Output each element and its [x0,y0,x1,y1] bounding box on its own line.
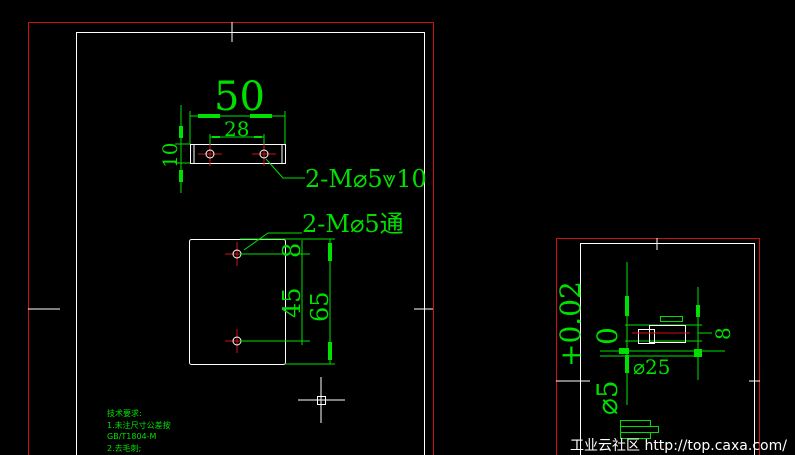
sheet-border-white [76,32,425,455]
detail-border-white [580,243,755,455]
technical-notes: 技术要求: 1.未注尺寸公差按 GB/T1804-M 2.去毛刺; [107,408,171,453]
crosshair-cursor-icon [298,377,345,423]
dim-inner-diameter: ⌀25 [633,355,671,379]
front-view: 2-M⌀5通 8 45 65 [189,210,404,365]
detail-view: ⌀25 8 +0.02 0 ⌀5 [554,262,735,439]
dim-height-front: 65 [306,291,334,322]
dim-diameter: ⌀5 [591,380,624,415]
svg-text:1.未注尺寸公差按: 1.未注尺寸公差按 [107,420,171,430]
watermark: 工业云社区 http://top.caxa.com/ [570,438,787,454]
callout-through-hole: 2-M⌀5通 [302,210,404,238]
dim-hole-spacing-top: 28 [224,117,249,141]
svg-text:GB/T1804-M: GB/T1804-M [107,432,157,441]
sheet-border-red [28,22,434,455]
dim-width: 50 [214,74,265,120]
part-outline-front [189,239,286,365]
part-outline-top [190,144,286,164]
tolerance-lower: 0 [591,327,624,345]
dim-small: 8 [711,327,735,340]
hole-marker [198,142,222,166]
hole-marker [252,142,276,166]
detail-border-red [556,238,760,455]
dim-offset: 8 [278,243,306,258]
dim-height-top: 10 [158,143,182,168]
top-view: 50 28 10 2-M⌀5⩔10 [158,74,427,193]
svg-text:2.去毛刺;: 2.去毛刺; [107,443,141,453]
tolerance-upper: +0.02 [554,281,587,367]
dim-hole-spacing-front: 45 [278,287,306,318]
svg-text:技术要求:: 技术要求: [107,408,142,418]
callout-blind-hole: 2-M⌀5⩔10 [305,165,427,193]
